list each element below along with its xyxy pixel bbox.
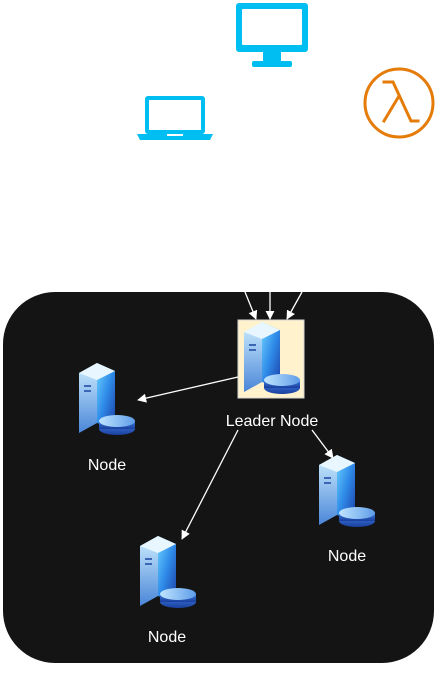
client-connectors: [244, 291, 303, 320]
cluster-container: [3, 292, 434, 663]
connector-lambda-to-leader: [286, 291, 303, 320]
node-left-label: Node: [88, 457, 126, 474]
connector-laptop-to-leader: [244, 291, 258, 320]
node-right-label: Node: [328, 548, 366, 565]
leader-node-label: Leader Node: [226, 413, 319, 430]
connector-leader-to-node-left: [137, 376, 239, 403]
aws-lambda-icon: [363, 67, 435, 139]
connector-leader-to-node-right: [311, 429, 334, 459]
node-bottom: Node: [140, 536, 196, 646]
leader-node: Leader Node: [226, 319, 319, 430]
node-connectors: [137, 376, 334, 540]
node-right: Node: [319, 455, 375, 565]
connector-leader-to-node-bottom: [181, 429, 239, 540]
node-bottom-label: Node: [148, 629, 186, 646]
desktop-monitor-icon: [236, 3, 308, 67]
laptop-icon: [137, 96, 213, 140]
node-left: Node: [79, 363, 135, 474]
